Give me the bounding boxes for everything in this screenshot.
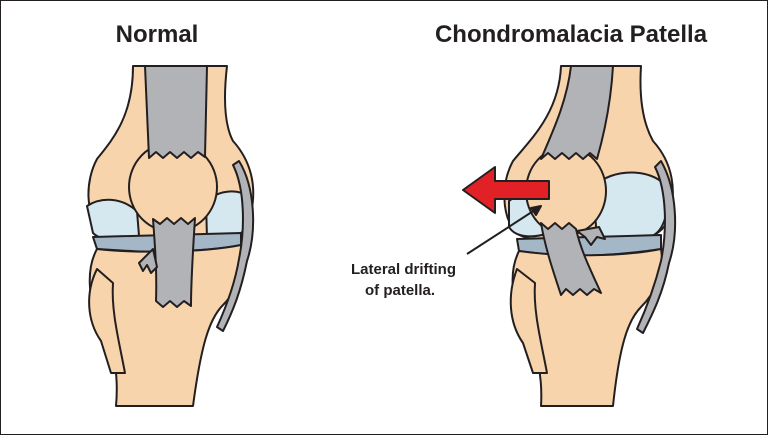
affected-patellar-tendon bbox=[540, 222, 602, 296]
condition-title: Chondromalacia Patella bbox=[434, 21, 708, 48]
left-arrow-icon bbox=[462, 166, 550, 214]
normal-cartilage-left bbox=[86, 198, 140, 242]
drift-annotation: Lateral drifting of patella. bbox=[351, 259, 501, 301]
affected-lateral-ligament bbox=[636, 160, 677, 334]
normal-quadriceps-tendon bbox=[144, 65, 208, 159]
normal-patellar-tendon bbox=[152, 217, 196, 308]
affected-quadriceps-tendon bbox=[540, 65, 614, 160]
annotation-pointer-arrowhead bbox=[530, 205, 542, 216]
normal-torn-tab bbox=[138, 248, 158, 274]
normal-knee bbox=[86, 65, 255, 407]
affected-fibula bbox=[509, 268, 548, 374]
normal-fibula bbox=[88, 268, 126, 374]
annotation-line-1: Lateral drifting bbox=[351, 261, 457, 278]
normal-lateral-ligament bbox=[216, 160, 255, 332]
affected-torn-tab bbox=[576, 226, 606, 246]
chondromalacia-knee bbox=[503, 65, 677, 407]
annotation-line-2: of patella. bbox=[365, 282, 436, 299]
annotation-pointer-line bbox=[466, 205, 542, 255]
normal-title: Normal bbox=[115, 21, 199, 48]
